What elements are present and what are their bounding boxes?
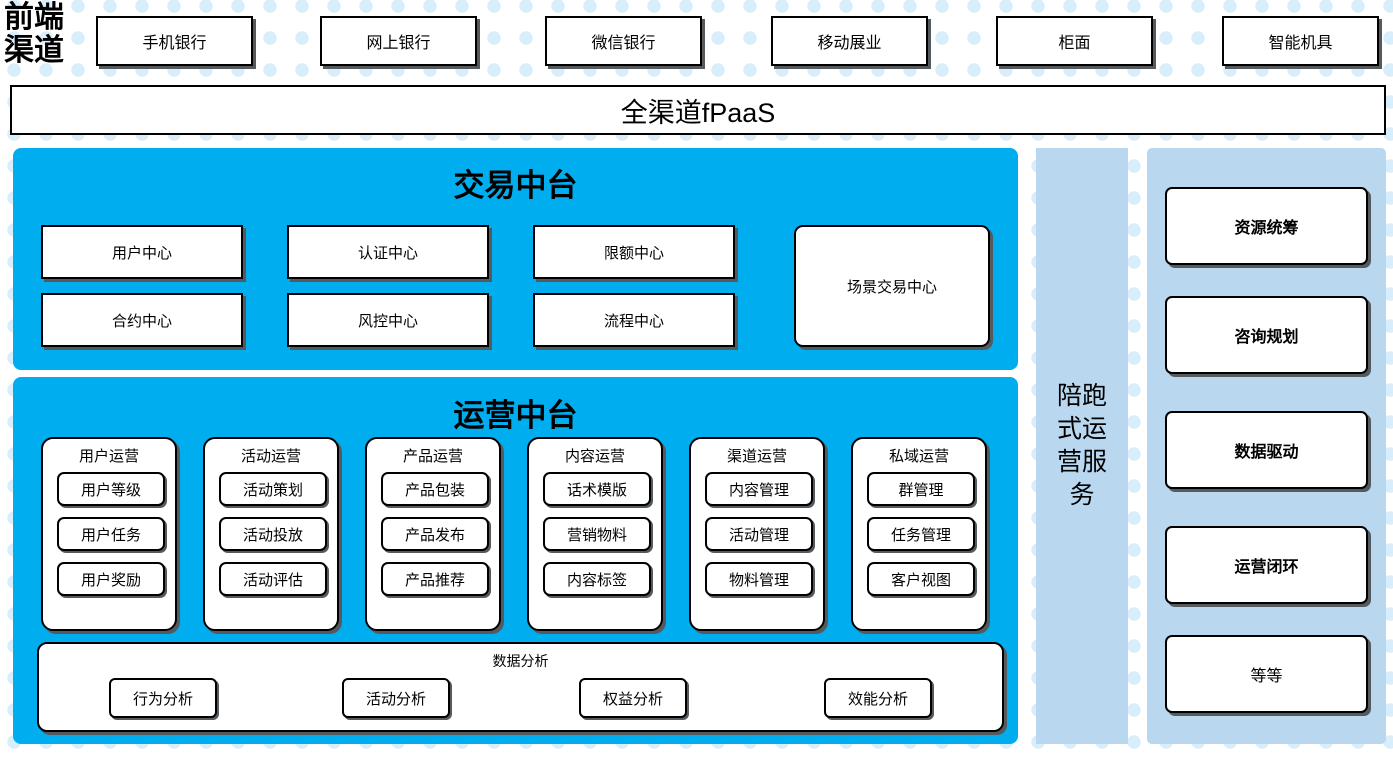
ops-group-title: 内容运营 xyxy=(564,448,625,465)
coaching-operations-service-column: 陪跑式运营服务 xyxy=(1036,148,1128,744)
trade-platform-title: 交易中台 xyxy=(453,168,578,203)
trade-card-contract-center[interactable]: 合约中心 xyxy=(41,293,243,347)
channel-box-wechat-bank[interactable]: 微信银行 xyxy=(545,16,702,66)
ops-item-material-management[interactable]: 物料管理 xyxy=(705,562,813,596)
ops-group-product-operations[interactable]: 产品运营 产品包装 产品发布 产品推荐 xyxy=(365,437,501,631)
ops-item-group-management[interactable]: 群管理 xyxy=(867,472,975,506)
ops-group-title: 用户运营 xyxy=(78,448,139,465)
analysis-item-benefit[interactable]: 权益分析 xyxy=(579,678,687,718)
trade-card-risk-center[interactable]: 风控中心 xyxy=(287,293,489,347)
service-card-consulting-planning[interactable]: 咨询规划 xyxy=(1165,296,1368,374)
ops-item-customer-view[interactable]: 客户视图 xyxy=(867,562,975,596)
service-card-data-driven[interactable]: 数据驱动 xyxy=(1165,411,1368,489)
trade-card-scene-transaction-center[interactable]: 场景交易中心 xyxy=(794,225,990,347)
trade-card-auth-center[interactable]: 认证中心 xyxy=(287,225,489,279)
ops-group-campaign-operations[interactable]: 活动运营 活动策划 活动投放 活动评估 xyxy=(203,437,339,631)
ops-group-title: 活动运营 xyxy=(240,448,301,465)
ops-group-private-domain-operations[interactable]: 私域运营 群管理 任务管理 客户视图 xyxy=(851,437,987,631)
ops-item-product-release[interactable]: 产品发布 xyxy=(381,517,489,551)
ops-item-content-tag[interactable]: 内容标签 xyxy=(543,562,651,596)
trade-card-user-center[interactable]: 用户中心 xyxy=(41,225,243,279)
ops-item-product-recommendation[interactable]: 产品推荐 xyxy=(381,562,489,596)
front-end-channel-label: 前端 渠道 xyxy=(4,1,90,67)
ops-item-campaign-planning[interactable]: 活动策划 xyxy=(219,472,327,506)
channel-box-mobile-marketing[interactable]: 移动展业 xyxy=(771,16,928,66)
service-card-operations-closed-loop[interactable]: 运营闭环 xyxy=(1165,526,1368,604)
trade-card-limit-center[interactable]: 限额中心 xyxy=(533,225,735,279)
service-card-resource-coordination[interactable]: 资源统筹 xyxy=(1165,187,1368,265)
data-analysis-panel: 数据分析 行为分析 活动分析 权益分析 效能分析 xyxy=(37,642,1004,732)
channel-label-line-2: 渠道 xyxy=(4,34,64,67)
ops-item-content-management[interactable]: 内容管理 xyxy=(705,472,813,506)
ops-item-user-level[interactable]: 用户等级 xyxy=(57,472,165,506)
service-capability-column: 资源统筹 咨询规划 数据驱动 运营闭环 等等 xyxy=(1147,148,1386,744)
data-analysis-title: 数据分析 xyxy=(492,653,549,669)
ops-item-marketing-material[interactable]: 营销物料 xyxy=(543,517,651,551)
channel-box-smart-machine[interactable]: 智能机具 xyxy=(1222,16,1379,66)
ops-item-product-packaging[interactable]: 产品包装 xyxy=(381,472,489,506)
trade-card-process-center[interactable]: 流程中心 xyxy=(533,293,735,347)
coaching-operations-service-label: 陪跑式运营服务 xyxy=(1056,382,1107,509)
ops-group-content-operations[interactable]: 内容运营 话术模版 营销物料 内容标签 xyxy=(527,437,663,631)
ops-item-campaign-management[interactable]: 活动管理 xyxy=(705,517,813,551)
ops-group-user-operations[interactable]: 用户运营 用户等级 用户任务 用户奖励 xyxy=(41,437,177,631)
ops-item-user-task[interactable]: 用户任务 xyxy=(57,517,165,551)
analysis-item-campaign[interactable]: 活动分析 xyxy=(342,678,450,718)
ops-group-title: 私域运营 xyxy=(888,448,949,465)
channel-label-line-1: 前端 xyxy=(4,1,64,34)
ops-item-campaign-evaluation[interactable]: 活动评估 xyxy=(219,562,327,596)
channel-box-mobile-bank[interactable]: 手机银行 xyxy=(96,16,253,66)
ops-platform-title: 运营中台 xyxy=(453,398,578,433)
omnichannel-fpaas-bar: 全渠道fPaaS xyxy=(10,85,1386,135)
service-card-etc[interactable]: 等等 xyxy=(1165,635,1368,713)
ops-group-channel-operations[interactable]: 渠道运营 内容管理 活动管理 物料管理 xyxy=(689,437,825,631)
ops-item-task-management[interactable]: 任务管理 xyxy=(867,517,975,551)
analysis-item-behaviour[interactable]: 行为分析 xyxy=(109,678,217,718)
ops-group-title: 渠道运营 xyxy=(726,448,787,465)
ops-item-campaign-delivery[interactable]: 活动投放 xyxy=(219,517,327,551)
ops-group-title: 产品运营 xyxy=(402,448,463,465)
analysis-item-efficiency[interactable]: 效能分析 xyxy=(824,678,932,718)
ops-item-script-template[interactable]: 话术模版 xyxy=(543,472,651,506)
channel-box-counter[interactable]: 柜面 xyxy=(996,16,1153,66)
ops-item-user-reward[interactable]: 用户奖励 xyxy=(57,562,165,596)
channel-box-online-bank[interactable]: 网上银行 xyxy=(320,16,477,66)
